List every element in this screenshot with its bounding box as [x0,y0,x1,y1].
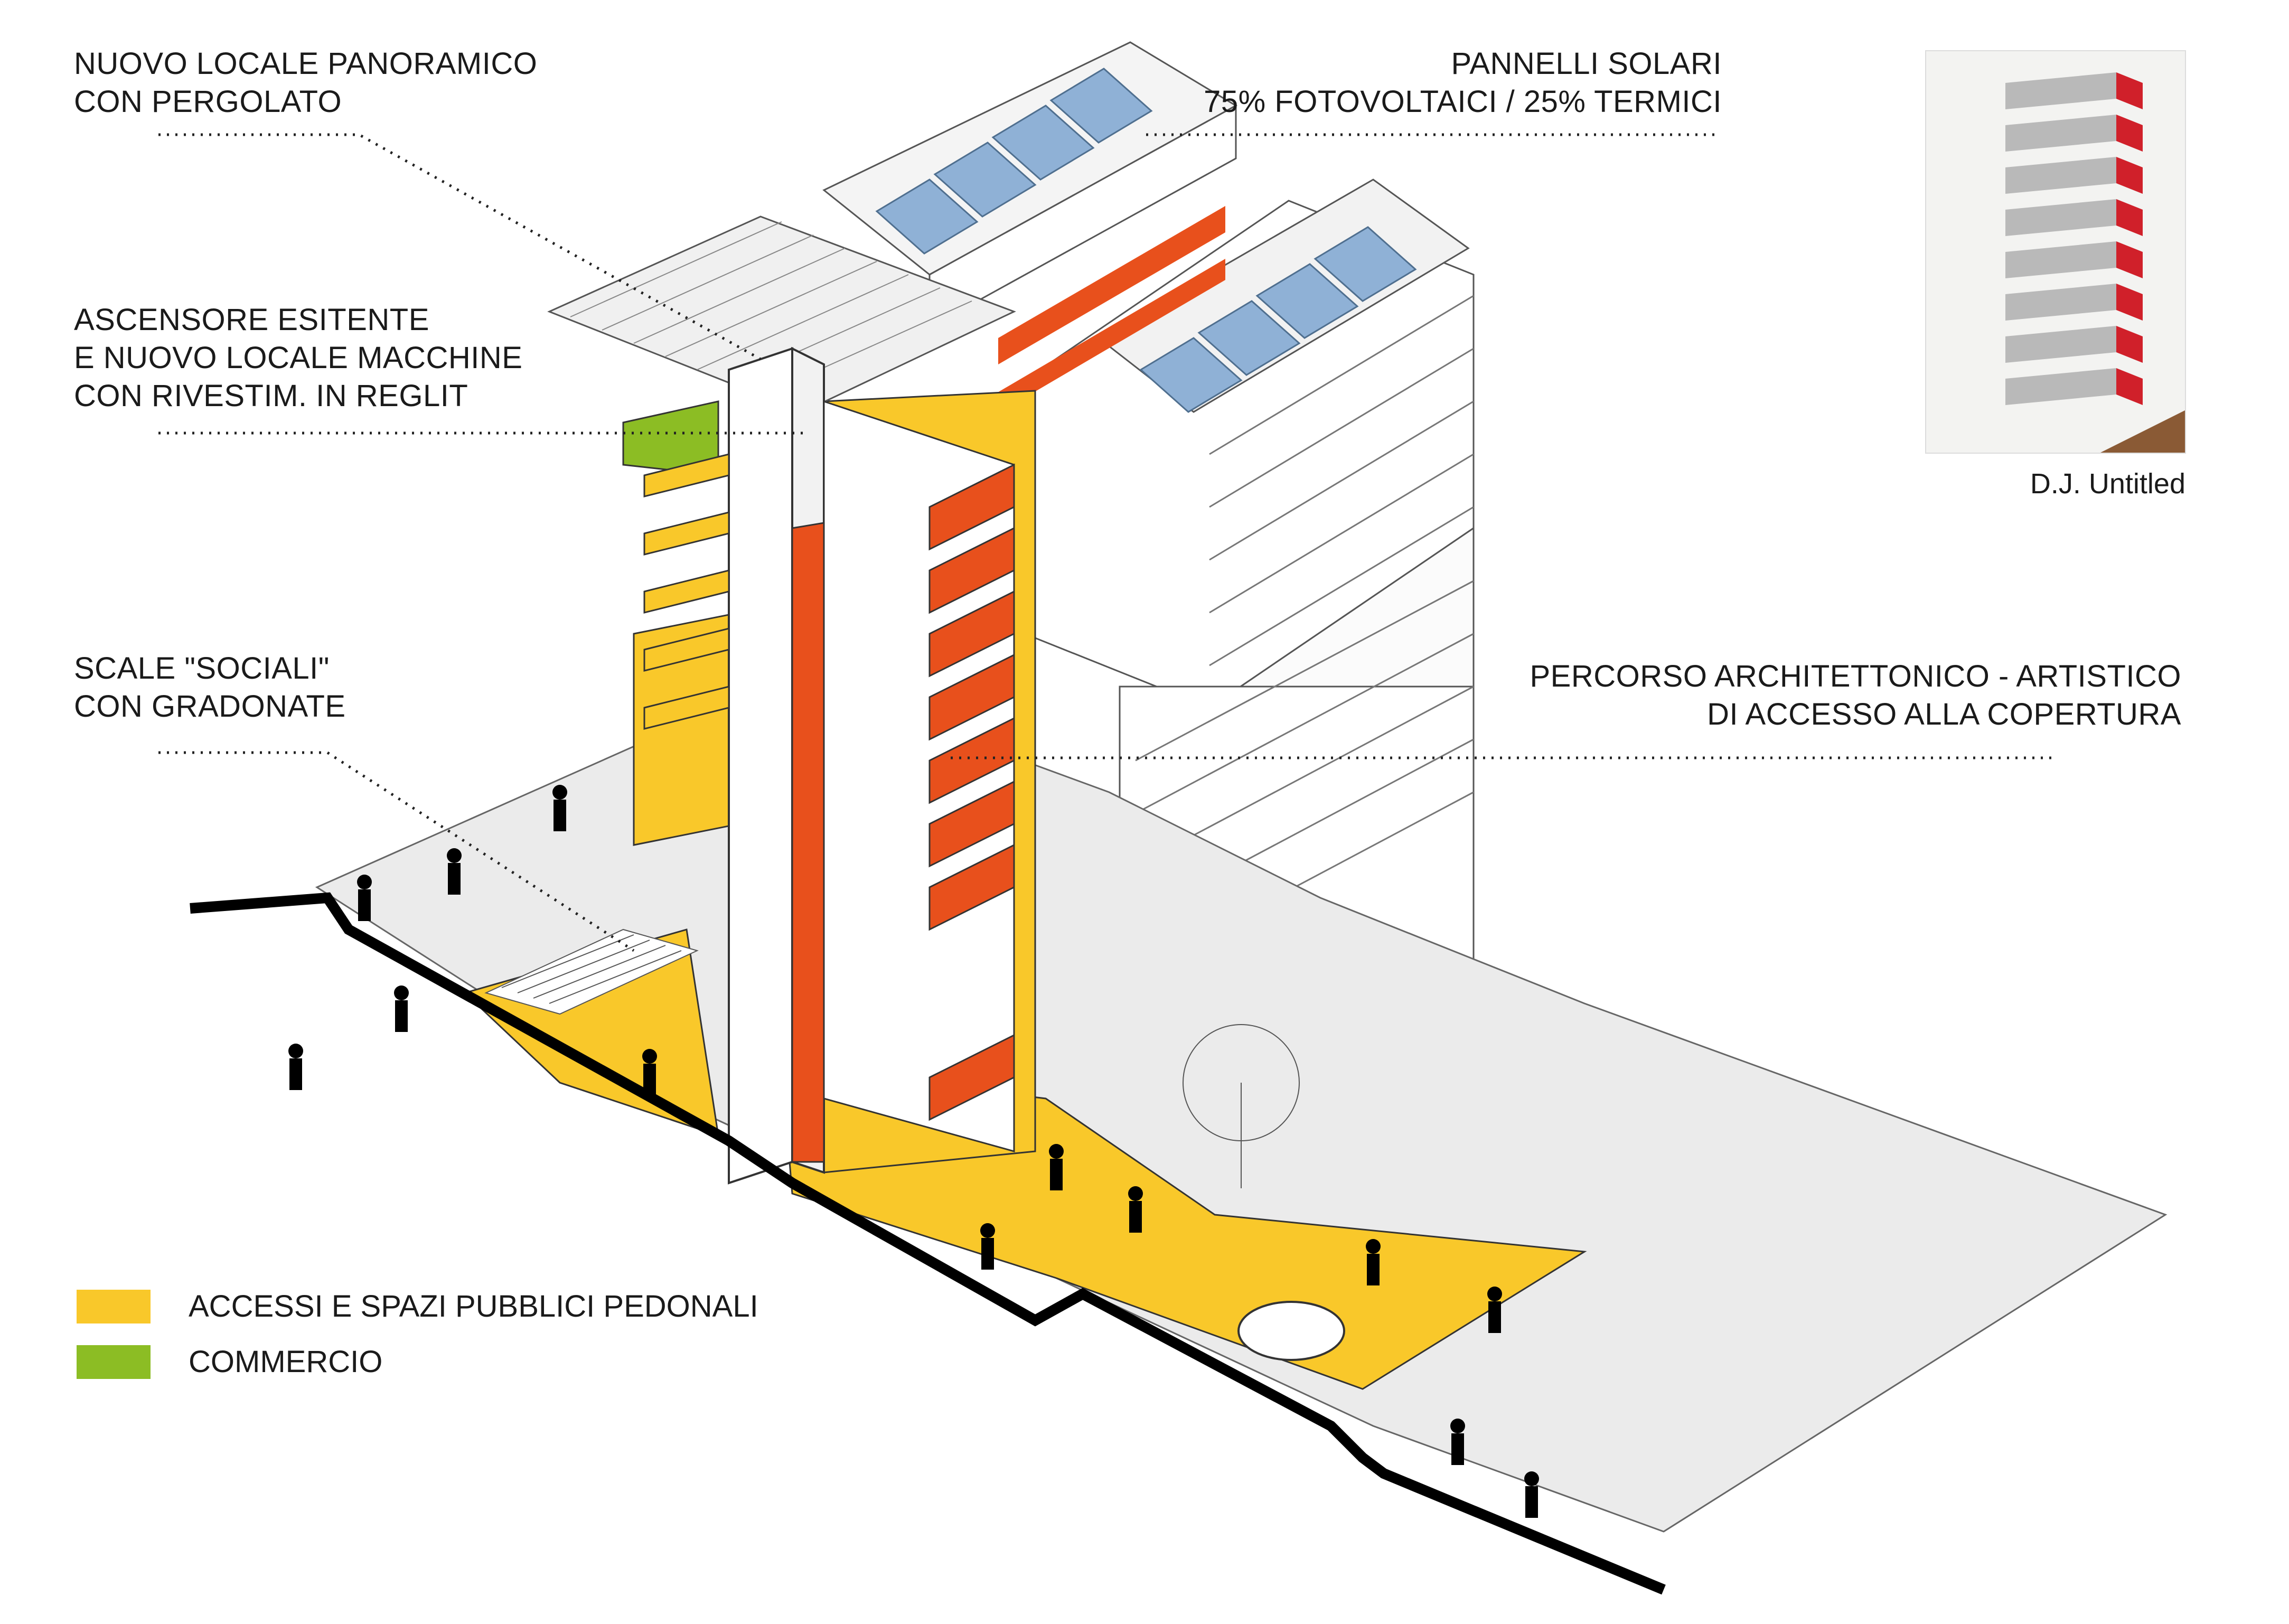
person [447,848,462,863]
stack-sculpture [1926,51,2185,453]
solar-panel [991,105,1095,181]
legend-label: ACCESSI E SPAZI PUBBLICI PEDONALI [189,1289,758,1323]
reference-photo [1925,50,2186,454]
stair-landings [791,463,1015,1163]
solar-panel [1255,263,1359,339]
leader-panoramico [158,133,762,361]
pergola-slats [570,221,972,397]
person [288,1044,303,1058]
annotation-ascensore: ASCENSORE ESITENTE E NUOVO LOCALE MACCHI… [74,301,522,415]
solar-panel [1197,300,1301,376]
tree [1183,1024,1300,1188]
annotation-line: DI ACCESSO ALLA COPERTURA [1707,697,2181,731]
person [1450,1419,1465,1433]
red-accents [982,206,1225,423]
annotation-line: PERCORSO ARCHITETTONICO - ARTISTICO [1530,659,2181,693]
annotation-line: PANNELLI SOLARI [1451,46,1722,81]
pergola-roof [547,215,1016,413]
annotation-line: CON RIVESTIM. IN REGLIT [74,379,468,413]
person [394,985,409,1000]
legend-item-public: ACCESSI E SPAZI PUBBLICI PEDONALI [77,1289,758,1324]
stack-boxes [2005,72,2143,405]
person [1487,1287,1502,1301]
people [288,785,1539,1518]
person [1524,1471,1539,1486]
legend-label: COMMERCIO [189,1345,383,1379]
leader-lines [158,133,2055,952]
person [552,785,567,800]
fountain-ring [1237,1301,1345,1361]
floor-slabs [643,453,730,730]
solar-panel [1049,68,1153,144]
person [1366,1239,1381,1254]
leader-scale [158,751,635,952]
annotation-panoramico: NUOVO LOCALE PANORAMICO CON PERGOLATO [74,45,537,121]
legend-swatch [77,1345,151,1379]
annotation-line: CON GRADONATE [74,689,346,724]
legend-item-commerce: COMMERCIO [77,1344,382,1379]
solar-panel [1139,337,1243,413]
solar-panel [1314,226,1417,302]
person [642,1049,657,1064]
solar-panel [875,179,979,255]
ground-section-line [190,892,1666,1595]
annotation-line: CON PERGOLATO [74,85,342,119]
solar-panels [875,68,1417,413]
person [357,875,372,889]
person [1049,1144,1064,1159]
annotation-solari: PANNELLI SOLARI 75% FOTOVOLTAICI / 25% T… [1109,45,1722,121]
annotation-line: ASCENSORE ESITENTE [74,303,429,337]
annotation-line: SCALE "SOCIALI" [74,651,330,686]
annotation-percorso: PERCORSO ARCHITETTONICO - ARTISTICO DI A… [1426,658,2181,734]
reference-caption: D.J. Untitled [2030,468,2185,500]
legend-swatch [77,1289,151,1323]
solar-panel [933,142,1037,218]
annotation-line: 75% FOTOVOLTAICI / 25% TERMICI [1204,85,1722,119]
annotation-scale: SCALE "SOCIALI" CON GRADONATE [74,650,346,726]
annotation-line: NUOVO LOCALE PANORAMICO [74,46,538,81]
person [1128,1186,1143,1201]
person [980,1223,995,1238]
social-stairs [484,928,699,1015]
annotation-line: E NUOVO LOCALE MACCHINE [74,341,523,375]
